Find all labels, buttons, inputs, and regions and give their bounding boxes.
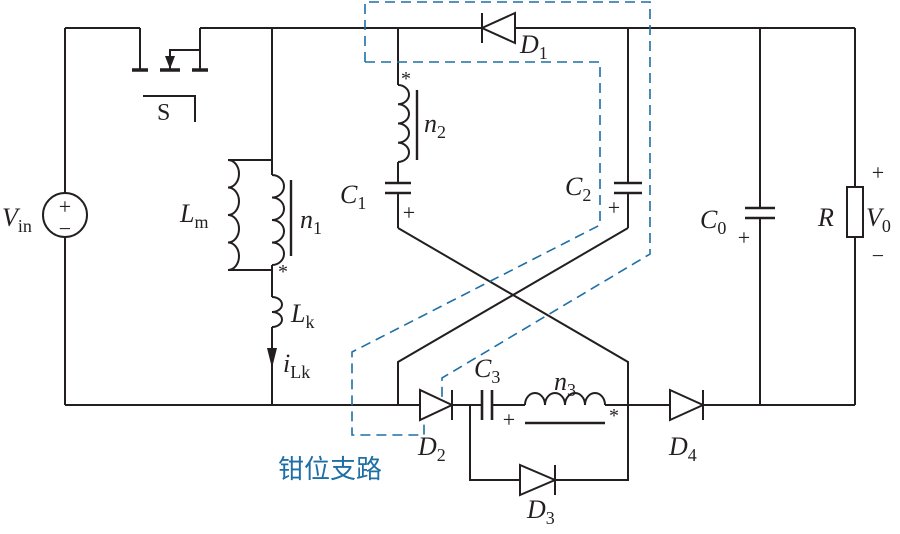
label-d3: D3 xyxy=(526,495,555,528)
label-lk-main: L xyxy=(290,299,305,328)
diode-d1-triangle xyxy=(479,11,516,45)
label-d4-main: D xyxy=(668,432,688,461)
current-arrow-ilk-icon xyxy=(267,348,277,368)
label-n3-main: n xyxy=(554,367,567,396)
c0-plus-sign: + xyxy=(738,225,750,250)
label-lk-sub: k xyxy=(305,312,314,332)
label-n2: n2 xyxy=(424,109,446,142)
label-n1: n1 xyxy=(300,205,322,238)
inductor-lk-coil xyxy=(271,296,283,328)
label-d4-sub: 4 xyxy=(688,445,697,465)
label-v0-sub: 0 xyxy=(882,216,891,236)
label-d1: D1 xyxy=(519,30,548,63)
capacitor-c1 xyxy=(385,181,411,195)
c2-plus-sign: + xyxy=(608,195,620,220)
label-lk: Lk xyxy=(290,299,314,332)
mosfet-body-arrow-icon xyxy=(165,56,175,69)
vin-minus-sign: − xyxy=(59,216,71,241)
mosfet-gate xyxy=(143,95,196,122)
label-c2-sub: 2 xyxy=(582,185,591,205)
label-c0: C0 xyxy=(700,205,726,238)
diode-d4-triangle xyxy=(669,388,706,422)
clamp-branch-label: 钳位支路 xyxy=(278,455,382,485)
winding-n3-coil xyxy=(524,392,606,406)
label-v0: V0 xyxy=(866,203,891,236)
label-lm-sub: m xyxy=(194,212,208,232)
label-vin: Vin xyxy=(2,203,32,236)
diode-d2 xyxy=(419,388,455,422)
label-r: R xyxy=(817,203,834,232)
v0-plus-sign: + xyxy=(872,160,884,185)
label-d2-main: D xyxy=(417,432,437,461)
label-d3-sub: 3 xyxy=(546,508,555,528)
label-ilk-main: i xyxy=(283,349,290,378)
label-ilk: iLk xyxy=(283,349,310,382)
label-n3-sub: 3 xyxy=(567,380,576,400)
label-vin-main: V xyxy=(2,203,21,232)
label-c0-sub: 0 xyxy=(717,218,726,238)
winding-n1-coil xyxy=(271,174,285,266)
diode-d4 xyxy=(669,388,706,422)
label-n1-sub: 1 xyxy=(313,218,322,238)
v0-minus-sign: − xyxy=(872,243,884,268)
inductor-lm-coil xyxy=(227,159,240,271)
wire-magnetizing-branch xyxy=(228,28,273,405)
diode-d3 xyxy=(519,463,558,497)
label-d1-sub: 1 xyxy=(539,43,548,63)
diode-d2-triangle xyxy=(419,388,455,422)
label-c2: C2 xyxy=(565,172,591,205)
label-c3: C3 xyxy=(474,354,500,387)
winding-n2-coil xyxy=(397,84,410,163)
diode-d3-triangle xyxy=(519,463,558,497)
label-c0-main: C xyxy=(700,205,718,234)
label-c3-sub: 3 xyxy=(491,367,500,387)
vin-plus-sign: + xyxy=(59,194,71,219)
label-c2-main: C xyxy=(565,172,583,201)
label-c1-main: C xyxy=(340,180,358,209)
diode-d1 xyxy=(479,11,516,45)
label-lm-main: L xyxy=(179,199,194,228)
mosfet-switch-s xyxy=(132,28,208,122)
wire-cross-links xyxy=(397,227,629,405)
capacitor-c2 xyxy=(614,181,642,195)
wires xyxy=(64,27,856,481)
n2-dot-mark: * xyxy=(401,68,411,90)
label-v0-main: V xyxy=(866,203,885,232)
label-n1-main: n xyxy=(300,205,313,234)
clamp-branch-outline xyxy=(351,1,651,436)
label-c1-sub: 1 xyxy=(357,193,366,213)
capacitor-c3 xyxy=(480,390,494,420)
label-vin-sub: in xyxy=(18,216,32,236)
wire-d3-branch xyxy=(469,405,629,481)
label-d2: D2 xyxy=(417,432,446,465)
label-d1-main: D xyxy=(519,30,539,59)
resistor-r xyxy=(846,186,864,238)
capacitor-c0 xyxy=(745,206,775,220)
label-c1: C1 xyxy=(340,180,366,213)
c3-plus-sign: + xyxy=(503,407,515,432)
label-n2-sub: 2 xyxy=(437,122,446,142)
n3-dot-mark: * xyxy=(609,405,619,427)
voltage-source-vin xyxy=(42,192,88,238)
label-d2-sub: 2 xyxy=(437,445,446,465)
label-lm: Lm xyxy=(179,199,208,232)
label-n2-main: n xyxy=(424,109,437,138)
c1-plus-sign: + xyxy=(403,200,415,225)
label-n3: n3 xyxy=(554,367,576,400)
n1-dot-mark: * xyxy=(278,261,288,283)
label-switch-s: S xyxy=(157,100,170,126)
label-d3-main: D xyxy=(526,495,546,524)
label-d4: D4 xyxy=(668,432,697,465)
label-c3-main: C xyxy=(474,354,492,383)
label-ilk-sub: Lk xyxy=(290,362,310,382)
